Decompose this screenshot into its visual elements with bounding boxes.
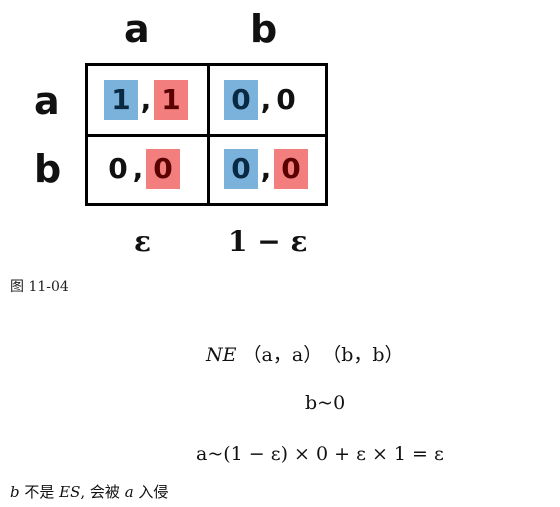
probability-column-b: 1 − ε bbox=[228, 225, 308, 258]
row-header-b: b bbox=[34, 147, 62, 191]
note-text: , 会被 bbox=[80, 483, 125, 501]
cell-a-a: 1 , 1 bbox=[104, 80, 188, 120]
payoff-player1: 1 bbox=[104, 80, 138, 120]
payoff-matrix bbox=[85, 63, 328, 206]
note-text: 不是 bbox=[19, 483, 60, 501]
cell-b-b: 0 , 0 bbox=[224, 149, 308, 189]
payoff-player2: 1 bbox=[154, 80, 188, 120]
payoff-separator: , bbox=[140, 83, 152, 116]
payoff-player1: 0 bbox=[108, 152, 128, 185]
note-text: 入侵 bbox=[133, 483, 169, 501]
column-header-a: a bbox=[124, 7, 150, 51]
payoff-separator: , bbox=[132, 152, 144, 185]
ne-label: NE bbox=[206, 344, 237, 366]
a-payoff-equation: a~(1 − ε) × 0 + ε × 1 = ε bbox=[196, 443, 444, 465]
payoff-player1: 0 bbox=[224, 80, 258, 120]
payoff-separator: , bbox=[260, 83, 272, 116]
figure-caption: 图 11-04 bbox=[10, 279, 69, 295]
row-header-a: a bbox=[34, 79, 60, 123]
note-var-a: a bbox=[124, 483, 134, 501]
payoff-separator: , bbox=[260, 152, 272, 185]
payoff-player1: 0 bbox=[224, 149, 258, 189]
note-es: ES bbox=[59, 483, 81, 501]
conclusion-note: b 不是 ES, 会被 a 入侵 bbox=[10, 481, 168, 502]
matrix-divider-horizontal bbox=[88, 134, 325, 137]
payoff-player2: 0 bbox=[146, 149, 180, 189]
b-payoff-equation: b~0 bbox=[305, 392, 346, 414]
nash-equilibria-line: NE （a，a） （b，b） bbox=[206, 340, 404, 367]
cell-b-a: 0 , 0 bbox=[106, 149, 180, 189]
column-header-b: b bbox=[250, 7, 278, 51]
note-var-b: b bbox=[10, 483, 20, 501]
cell-a-b: 0 , 0 bbox=[224, 80, 298, 120]
payoff-player2: 0 bbox=[276, 83, 296, 116]
probability-column-a: ε bbox=[134, 225, 152, 258]
ne-pairs: （a，a） （b，b） bbox=[242, 344, 404, 366]
payoff-player2: 0 bbox=[274, 149, 308, 189]
